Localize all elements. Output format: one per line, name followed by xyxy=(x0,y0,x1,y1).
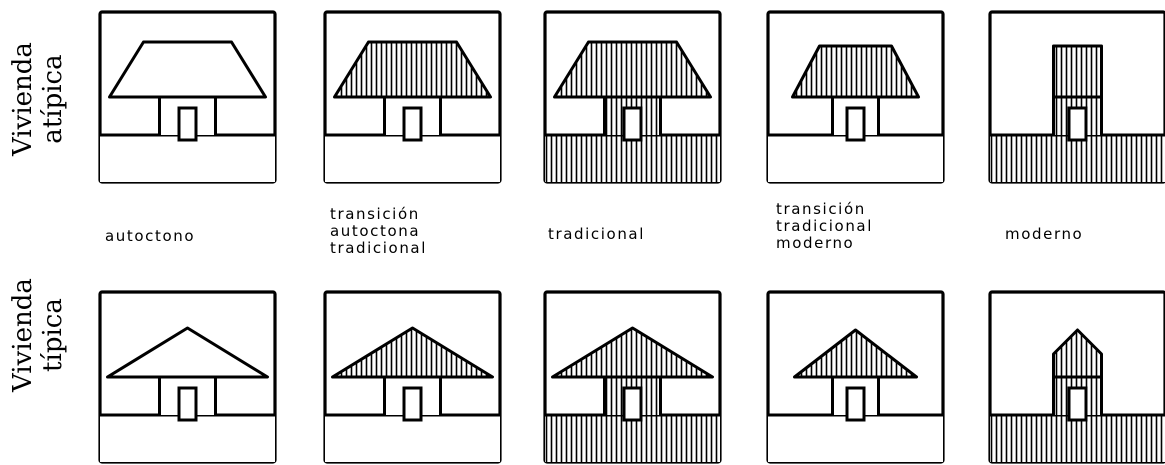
house-roof xyxy=(1052,44,1103,99)
house-roof xyxy=(331,326,494,379)
ground-area xyxy=(990,415,1165,462)
caption-autoctono: autoctono xyxy=(105,228,195,245)
house-door xyxy=(622,106,643,142)
caption-transicion-tradicional-moderno: transición tradicional moderno xyxy=(776,201,873,252)
panel-moderno xyxy=(988,290,1165,464)
caption-line: autoctono xyxy=(105,227,196,245)
house-roof xyxy=(1052,328,1103,379)
house-door xyxy=(402,386,423,422)
house-roof xyxy=(108,40,267,99)
caption-line: transición xyxy=(330,205,420,223)
house-roof xyxy=(106,326,269,379)
caption-line: autoctona xyxy=(330,222,421,240)
house-roof xyxy=(333,40,492,99)
house-door xyxy=(177,106,198,142)
ground-area xyxy=(768,415,943,462)
house-door xyxy=(622,386,643,422)
panel-tradicional xyxy=(543,290,722,464)
row-typical-houses xyxy=(98,290,1165,464)
ground-area xyxy=(990,135,1165,182)
caption-tradicional: tradicional xyxy=(548,226,645,243)
panel-moderno xyxy=(988,10,1165,184)
caption-moderno: moderno xyxy=(1005,226,1083,243)
caption-line: moderno xyxy=(1005,225,1084,243)
house-door xyxy=(845,386,866,422)
house-roof xyxy=(551,326,714,379)
caption-line: transición xyxy=(776,200,866,218)
house-roof xyxy=(553,40,712,99)
caption-line: tradicional xyxy=(776,217,873,235)
house-door xyxy=(845,106,866,142)
ground-area xyxy=(325,135,500,182)
row-atypical-houses xyxy=(98,10,1165,184)
house-roof xyxy=(793,328,918,379)
panel-autoctono xyxy=(98,290,277,464)
ground-area xyxy=(100,135,275,182)
caption-line: moderno xyxy=(776,234,855,252)
ground-area xyxy=(768,135,943,182)
panel-autoctono xyxy=(98,10,277,184)
caption-line: tradicional xyxy=(548,225,645,243)
panel-transicion-tradicional-moderno xyxy=(766,10,945,184)
caption-line: tradicional xyxy=(330,239,427,257)
caption-transicion-autoctona-tradicional: transición autoctona tradicional xyxy=(330,206,427,257)
house-door xyxy=(1067,386,1088,422)
house-door xyxy=(402,106,423,142)
panel-transicion-tradicional-moderno xyxy=(766,290,945,464)
panel-tradicional xyxy=(543,10,722,184)
ground-area xyxy=(325,415,500,462)
ground-area xyxy=(545,415,720,462)
house-door xyxy=(177,386,198,422)
house-roof xyxy=(791,44,920,99)
panel-transicion-autoctona-tradicional xyxy=(323,10,502,184)
ground-area xyxy=(100,415,275,462)
ground-area xyxy=(545,135,720,182)
house-door xyxy=(1067,106,1088,142)
panel-transicion-autoctona-tradicional xyxy=(323,290,502,464)
